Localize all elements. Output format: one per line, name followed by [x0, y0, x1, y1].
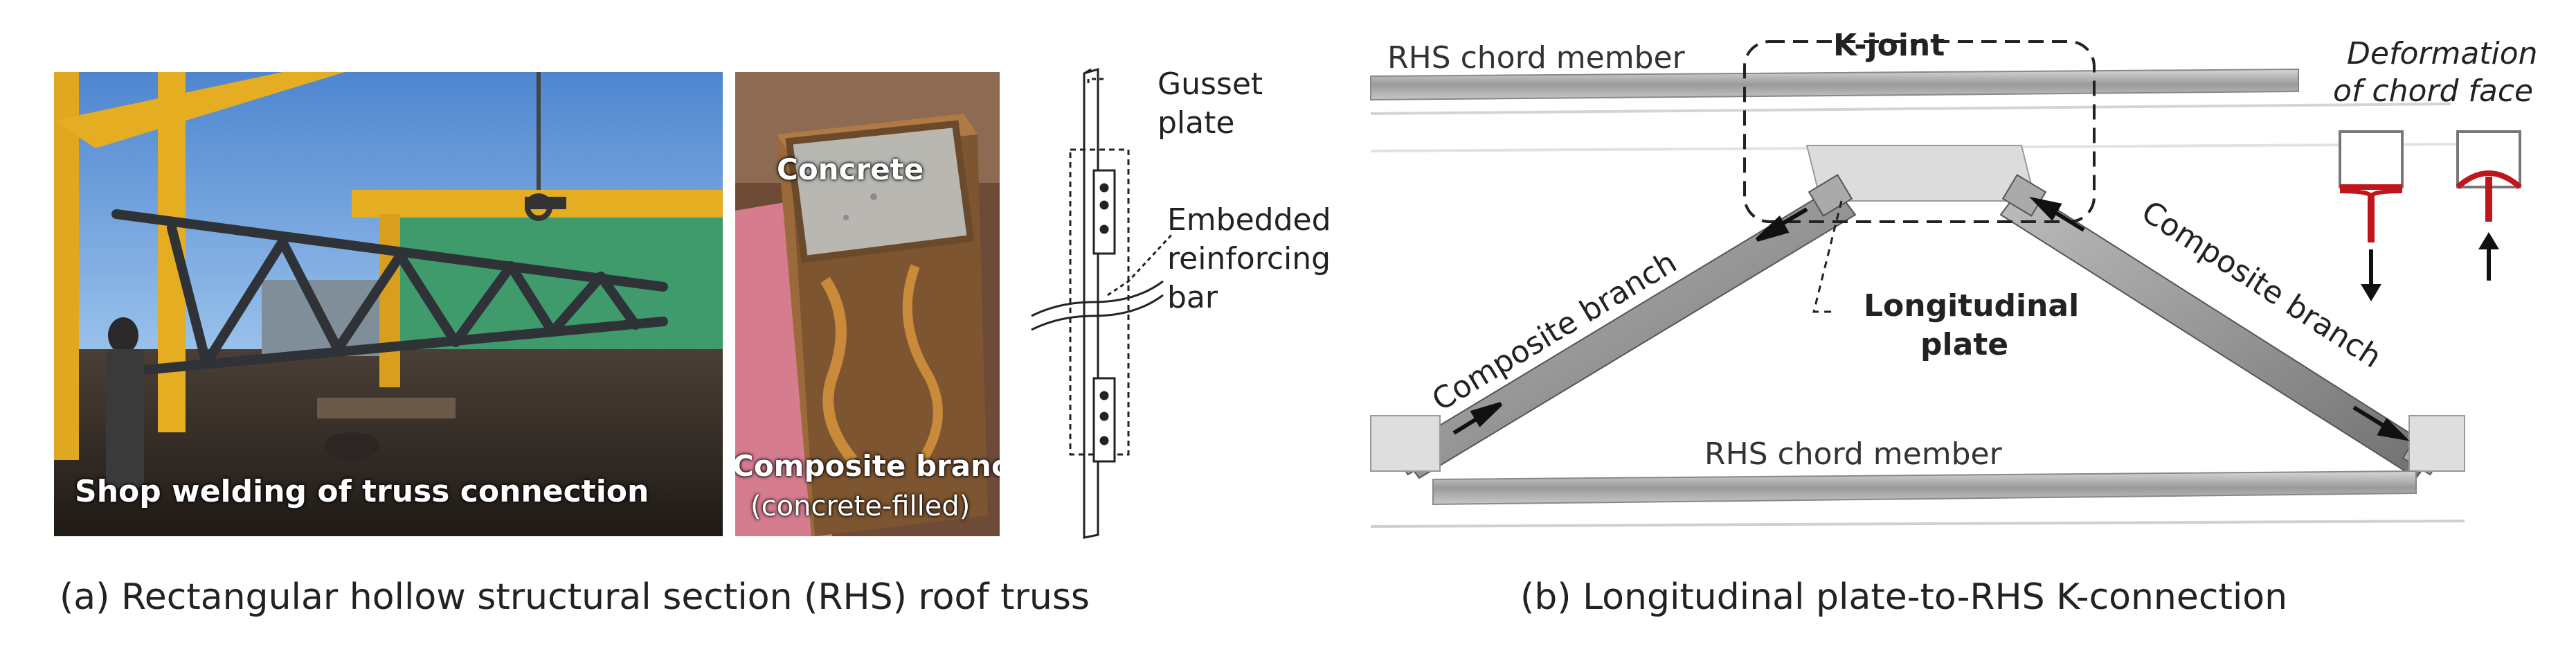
embedded-bar-label-line1: Embedded	[1167, 202, 1331, 238]
shop-welding-photo-drawing	[54, 72, 723, 536]
composite-branch-photo-label: Composite branch	[735, 449, 1000, 483]
concrete-filled-label: (concrete-filled)	[750, 491, 971, 522]
k-joint-label: K-joint	[1833, 28, 1945, 63]
composite-branch-photo: Concrete Composite branch (concrete-fill…	[735, 72, 1000, 536]
deformation-label-line1: Deformation	[2347, 36, 2538, 71]
embedded-bar-label-line2: reinforcing	[1167, 241, 1331, 276]
gusset-plate-sketch	[1031, 67, 1175, 539]
shop-welding-label: Shop welding of truss connection	[75, 474, 649, 509]
plate-label-line2: plate	[1920, 327, 2009, 362]
gusset-plate-label-line1: Gusset	[1158, 67, 1263, 102]
composite-branch-photo-drawing	[735, 72, 1000, 536]
deformation-label-line2: of chord face	[2333, 73, 2534, 109]
top-chord-label: RHS chord member	[1387, 40, 1685, 76]
caption-a: (a) Rectangular hollow structural sectio…	[60, 576, 1090, 618]
gusset-plate-label-line2: plate	[1158, 105, 1235, 141]
k-connection-drawing	[1370, 40, 2522, 528]
caption-b: (b) Longitudinal plate-to-RHS K-connecti…	[1520, 576, 2288, 618]
concrete-label: Concrete	[777, 152, 924, 186]
bottom-chord-label: RHS chord member	[1704, 436, 2002, 472]
plate-label-line1: Longitudinal	[1864, 288, 2080, 324]
shop-welding-photo: Shop welding of truss connection	[54, 72, 723, 536]
embedded-bar-label-line3: bar	[1167, 280, 1218, 315]
